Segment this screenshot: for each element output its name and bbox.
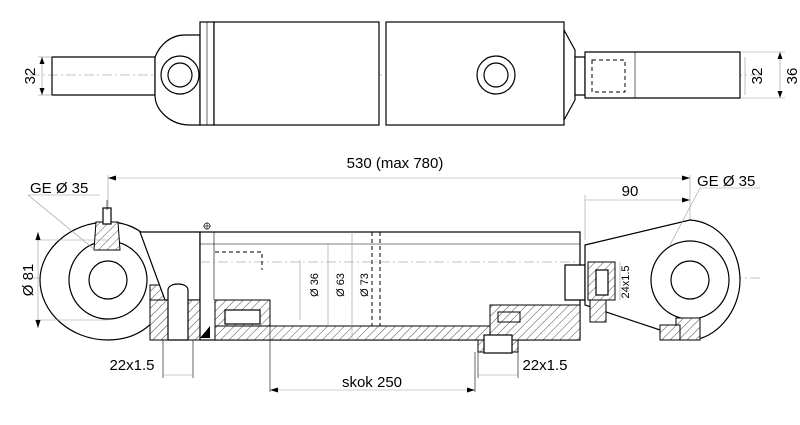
dim-tube-outer-diameter: Ø 73 — [359, 273, 371, 297]
dim-top-right-inner: 32 — [749, 68, 766, 85]
dim-stroke: skok 250 — [342, 374, 402, 391]
dim-bore-diameter: Ø 63 — [335, 273, 347, 297]
top-view — [30, 21, 785, 126]
dim-port-thread-left: 22x1.5 — [109, 357, 154, 374]
dim-right-eye-offset: 90 — [622, 183, 639, 200]
dim-rod-diameter: Ø 36 — [309, 273, 321, 297]
dim-eye-bearing-left: GE Ø 35 — [30, 180, 88, 197]
dim-overall-length: 530 (max 780) — [347, 155, 444, 172]
section-view — [27, 175, 760, 393]
dim-top-right-outer: 36 — [784, 68, 800, 85]
dim-eye-outer-diameter: Ø 81 — [20, 264, 37, 297]
dim-top-pin-diameter: 32 — [22, 68, 39, 85]
dim-eye-bearing-right: GE Ø 35 — [697, 173, 755, 190]
dim-port-thread-right: 22x1.5 — [522, 357, 567, 374]
dim-rod-end-thread: 24x1.5 — [620, 265, 632, 298]
